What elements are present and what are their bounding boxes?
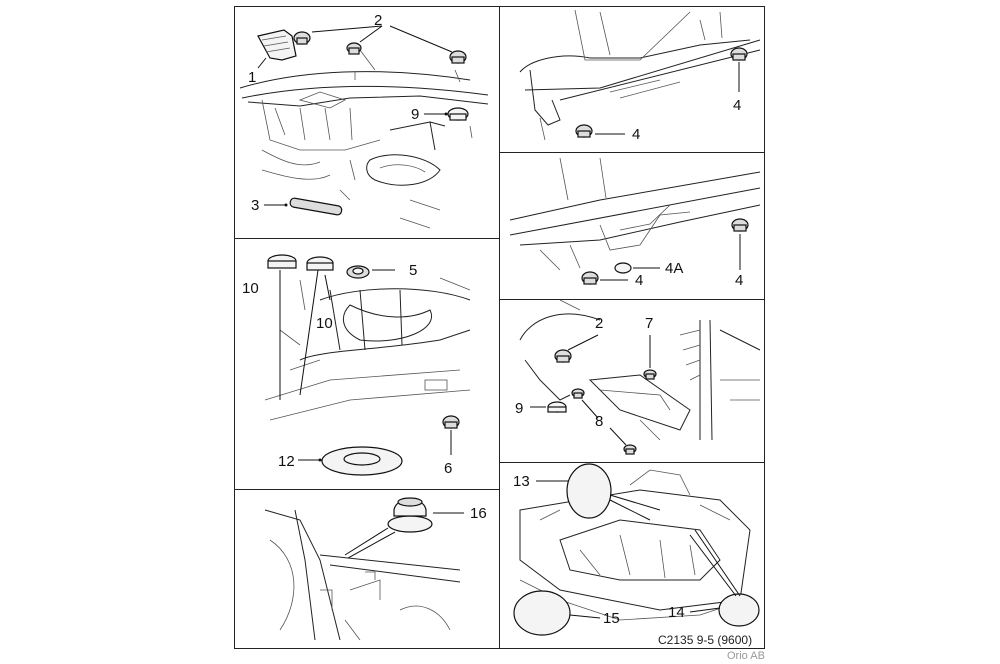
callout-4a: 4A (665, 260, 684, 277)
part-13-cover (566, 463, 612, 519)
part-2-plug-d (554, 349, 572, 363)
callout-2: 2 (374, 12, 383, 29)
panel-a-pillar (234, 489, 500, 649)
part-4-plug-b (730, 47, 748, 61)
part-1-channel (257, 29, 297, 61)
part-14-cover (718, 593, 760, 627)
part-10-pad-a (267, 254, 297, 269)
callout-4: 4 (632, 126, 641, 143)
part-8-clip-b (623, 444, 637, 455)
sill-mid-structure (509, 157, 761, 271)
part-4-plug-a (575, 124, 593, 138)
a-pillar-structure (264, 509, 461, 641)
callout-2: 2 (595, 315, 604, 332)
part-2-plug-a (293, 31, 311, 45)
callout-5: 5 (409, 262, 418, 279)
callout-3: 3 (251, 197, 260, 214)
callout-1: 1 (248, 69, 257, 86)
part-15-cover (513, 590, 571, 636)
panel-wheel-arch (499, 299, 765, 463)
part-8-clip-a (571, 388, 585, 399)
callout-15: 15 (603, 610, 620, 627)
callout-10: 10 (242, 280, 259, 297)
part-4-plug-d (731, 218, 749, 232)
part-5-grommet (346, 265, 370, 279)
callout-9: 9 (515, 400, 524, 417)
part-4a-cap (614, 262, 632, 274)
callout-8: 8 (595, 413, 604, 430)
part-3-strip (289, 197, 343, 216)
callout-4: 4 (635, 272, 644, 289)
part-9-plug (447, 107, 469, 121)
part-7-clip (643, 369, 657, 380)
part-6-plug (442, 415, 460, 429)
figure-caption: C2135 9-5 (9600) (658, 633, 753, 647)
callout-9: 9 (411, 106, 420, 123)
sill-rear-structure (519, 9, 761, 141)
callout-10: 10 (316, 315, 333, 332)
callout-7: 7 (645, 315, 654, 332)
rear-floor-structure (239, 49, 489, 229)
brand-watermark: Orio AB (727, 650, 765, 662)
part-10-pad-b (306, 256, 334, 271)
part-9-cap (547, 401, 567, 413)
callout-12: 12 (278, 453, 295, 470)
callout-4: 4 (735, 272, 744, 289)
part-12-plate (321, 446, 403, 476)
callout-16: 16 (470, 505, 487, 522)
part-2-plug-c (449, 50, 467, 64)
callout-14: 14 (668, 604, 685, 621)
callout-13: 13 (513, 473, 530, 490)
wheel-arch-structure (519, 299, 761, 441)
part-16-bump-stop (387, 497, 433, 533)
part-2-plug-b (346, 42, 362, 55)
spare-well-structure (264, 277, 471, 421)
panel-sill-rear (499, 6, 765, 153)
callout-6: 6 (444, 460, 453, 477)
callout-4: 4 (733, 97, 742, 114)
part-4-plug-c (581, 271, 599, 285)
